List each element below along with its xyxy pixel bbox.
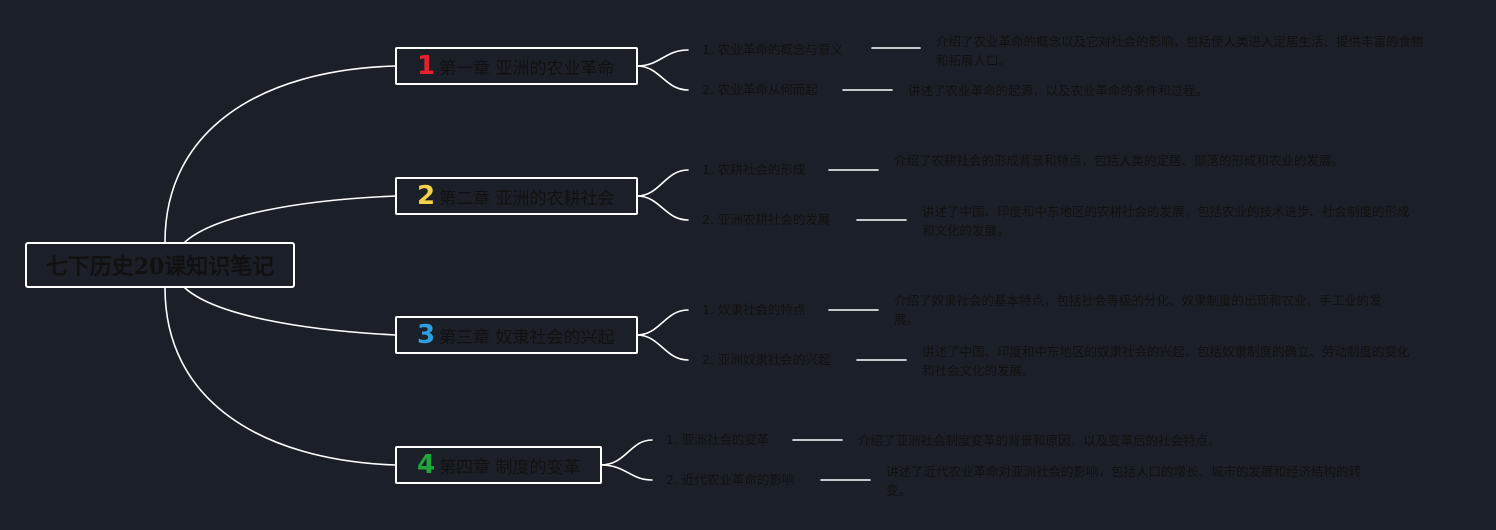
fork-line-1b	[636, 65, 689, 91]
branch-line-4	[164, 287, 396, 466]
subtopic-1-1[interactable]: 1. 农业革命的概念与意义	[702, 42, 843, 57]
branch-line-1	[164, 65, 396, 243]
branch-line-2	[184, 195, 396, 243]
fork-line-1a	[636, 49, 689, 67]
description-3-2: 讲述了中国、印度和中东地区的奴隶社会的兴起，包括奴隶制度的确立、劳动制度的变化和…	[922, 344, 1410, 378]
fork-line-3a	[636, 309, 689, 336]
chapter-number-4: 4	[417, 450, 436, 480]
subtopic-3-1[interactable]: 1. 奴隶社会的特点	[702, 302, 806, 317]
subtopic-2-1[interactable]: 1. 农耕社会的形成	[702, 162, 806, 177]
subtopic-3-2[interactable]: 2. 亚洲奴隶社会的兴起	[702, 352, 831, 367]
description-4-1: 介绍了亚洲社会制度变革的背景和原因，以及变革后的社会特点。	[858, 433, 1221, 448]
chapter-number-1: 1	[417, 51, 436, 81]
fork-line-4a	[600, 439, 653, 466]
chapter-number-2: 2	[417, 181, 436, 211]
chapter-node-4[interactable]: 4 第四章 制度的变革	[395, 446, 602, 484]
description-2-1: 介绍了农耕社会的形成背景和特点，包括人类的定居、部落的形成和农业的发展。	[894, 153, 1345, 168]
chapter-node-2[interactable]: 2 第二章 亚洲的农耕社会	[395, 177, 638, 215]
root-node[interactable]: 七下历史20课知识笔记	[25, 242, 295, 288]
root-title: 七下历史20课知识笔记	[45, 254, 275, 280]
fork-line-2b	[636, 195, 689, 221]
chapter-title-1: 第一章 亚洲的农业革命	[439, 58, 615, 79]
chapter-node-1[interactable]: 1 第一章 亚洲的农业革命	[395, 47, 638, 85]
chapter-title-2: 第二章 亚洲的农耕社会	[439, 188, 615, 209]
chapter-title-4: 第四章 制度的变革	[439, 457, 581, 478]
description-2-2: 讲述了中国、印度和中东地区的农耕社会的发展，包括农业的技术进步、社会制度的形成和…	[922, 204, 1410, 238]
subtopic-1-2[interactable]: 2. 农业革命从何而起	[702, 82, 818, 97]
description-4-2: 讲述了近代农业革命对亚洲社会的影响，包括人口的增长、城市的发展和经济结构的转变。	[886, 464, 1362, 498]
fork-line-4b	[600, 464, 653, 481]
description-1-2: 讲述了农业革命的起源，以及农业革命的条件和过程。	[908, 83, 1209, 98]
description-1-1: 介绍了农业革命的概念以及它对社会的影响，包括使人类进入定居生活、提供丰富的食物和…	[936, 34, 1424, 68]
chapter-title-3: 第三章 奴隶社会的兴起	[439, 327, 615, 348]
chapter-number-3: 3	[417, 320, 436, 350]
fork-line-3b	[636, 334, 689, 361]
fork-line-2a	[636, 169, 689, 197]
branch-line-3	[184, 287, 396, 336]
chapter-node-3[interactable]: 3 第三章 奴隶社会的兴起	[395, 316, 638, 354]
subtopic-4-2[interactable]: 2. 近代农业革命的影响	[666, 472, 795, 487]
subtopic-2-2[interactable]: 2. 亚洲农耕社会的发展	[702, 212, 831, 227]
description-3-1: 介绍了奴隶社会的基本特点，包括社会等级的分化、奴隶制度的出现和农业、手工业的发展…	[894, 293, 1382, 327]
subtopic-4-1[interactable]: 1. 亚洲社会的变革	[666, 432, 770, 447]
